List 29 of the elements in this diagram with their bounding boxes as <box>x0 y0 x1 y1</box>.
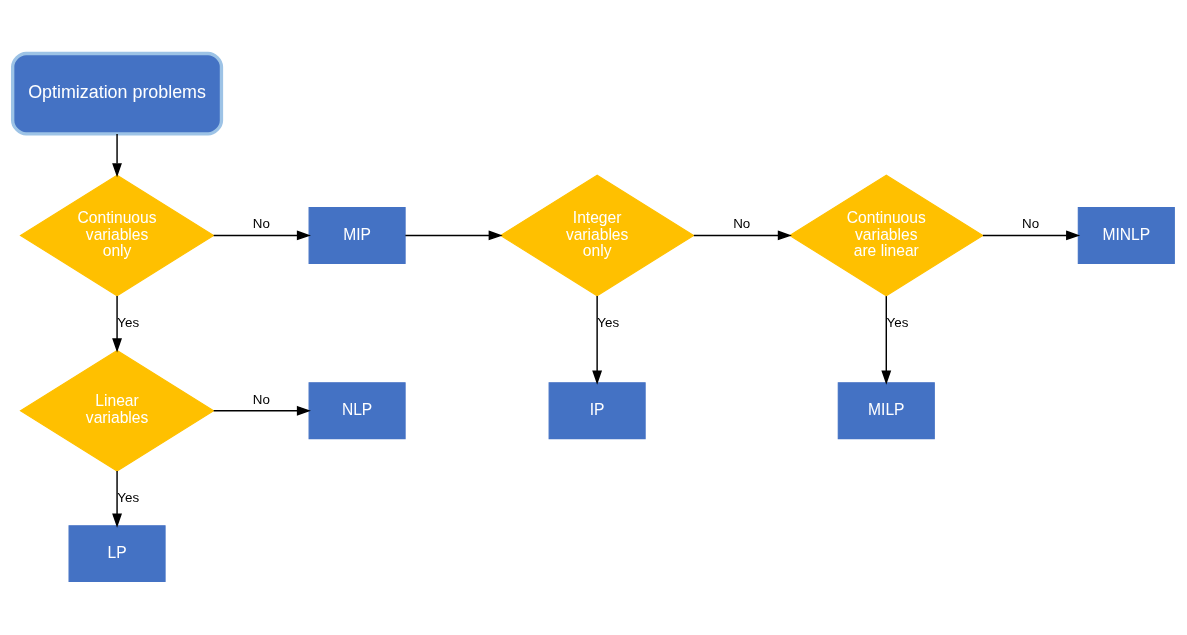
arrow <box>112 470 122 528</box>
arrow <box>212 230 311 241</box>
edge-label: Yes <box>886 314 909 330</box>
node-diamond: Linear variables <box>19 349 215 472</box>
arrow <box>112 133 122 178</box>
node-diamond: Continuous variables are linear <box>788 174 984 297</box>
node-box: IP <box>548 382 646 440</box>
arrow <box>404 230 503 241</box>
arrow <box>881 295 892 385</box>
node-box: MIP <box>308 206 406 264</box>
node-box: LP <box>68 525 166 583</box>
edge-label: Yes <box>597 314 620 330</box>
node-box: MINLP <box>1077 206 1175 264</box>
edge-label: No <box>252 216 270 232</box>
arrow <box>982 230 1081 241</box>
node-box: MILP <box>837 382 935 440</box>
edge-label: Yes <box>117 489 140 505</box>
node-diamond: Continuous variables only <box>19 174 215 297</box>
node-box: Optimization problems <box>11 51 224 136</box>
edge-label: No <box>733 216 751 232</box>
arrow <box>112 295 122 353</box>
arrow <box>693 230 792 241</box>
edge-label: Yes <box>117 314 140 330</box>
node-box: NLP <box>308 382 406 440</box>
node-diamond: Integer variables only <box>499 174 695 297</box>
edge-label: No <box>252 391 270 407</box>
arrow <box>592 295 603 385</box>
edge-label: No <box>1022 216 1040 232</box>
arrow <box>212 405 311 416</box>
